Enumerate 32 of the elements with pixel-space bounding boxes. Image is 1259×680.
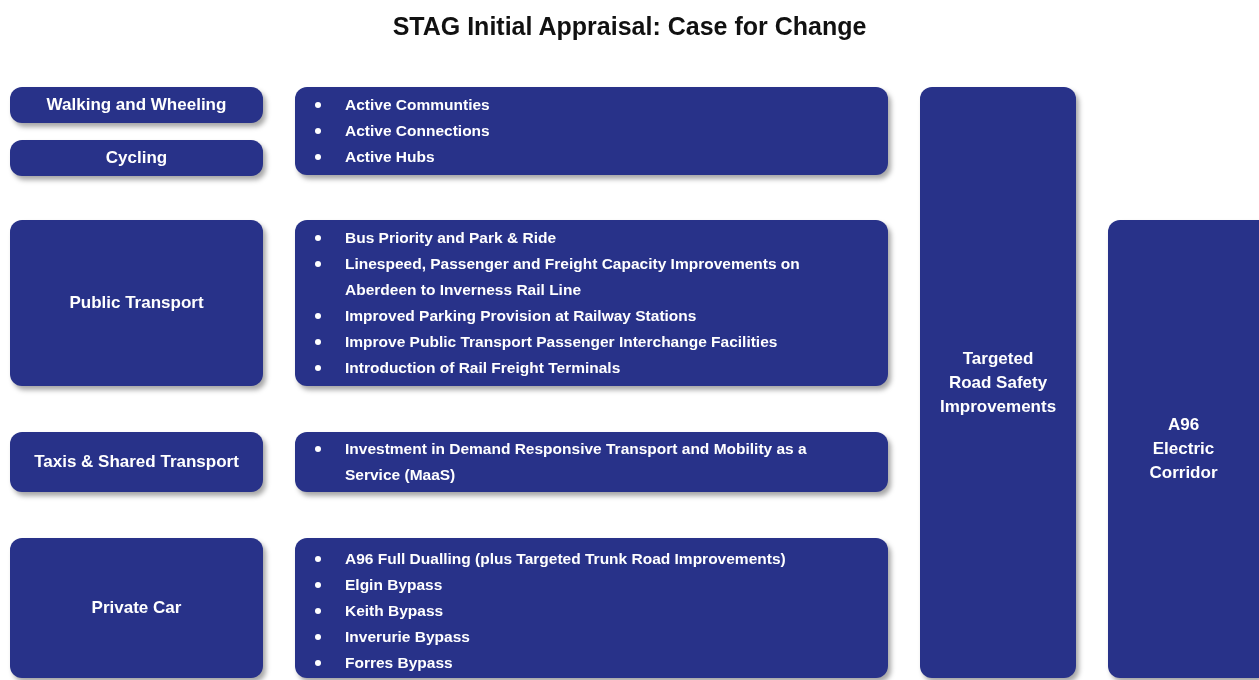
bullet-item: Introduction of Rail Freight Terminals — [295, 355, 888, 381]
bullet-item: Active Communties — [295, 92, 530, 118]
measures-panel — [295, 220, 888, 386]
category-label: Walking and Wheeling — [45, 94, 228, 116]
bullet-item: Active Connections — [295, 118, 530, 144]
category-label: Taxis & Shared Transport — [33, 451, 240, 473]
category-box — [10, 220, 263, 386]
bullet-item: Elgin Bypass — [295, 572, 826, 598]
category-box — [920, 87, 1076, 678]
bullet-item: Inverurie Bypass — [295, 624, 826, 650]
category-box — [1108, 220, 1259, 678]
bullet-item: Bus Priority and Park & Ride — [295, 225, 888, 251]
measures-panel — [295, 538, 888, 678]
bullet-item: Forres Bypass — [295, 650, 826, 676]
bullet-item: Active Hubs — [295, 144, 530, 170]
category-box — [10, 538, 263, 678]
bullet-item: Improved Parking Provision at Railway Stations — [295, 303, 888, 329]
measures-panel — [295, 87, 888, 175]
category-label: A96 Electric Corridor — [1148, 414, 1219, 484]
bullet-item: A96 Full Dualling (plus Targeted Trunk Road Improvements) — [295, 546, 826, 572]
category-label: Private Car — [90, 597, 183, 619]
bullet-item: Investment in Demand Responsive Transport and Mobility as a Service (MaaS) — [295, 436, 888, 488]
bullet-item: Linespeed, Passenger and Freight Capacity Improvements on Aberdeen to Inverness Rail Line — [295, 251, 888, 303]
category-label: Cycling — [104, 147, 169, 169]
bullet-item: Keith Bypass — [295, 598, 826, 624]
category-label: Public Transport — [68, 292, 205, 314]
diagram-title: STAG Initial Appraisal: Case for Change — [392, 12, 867, 41]
category-label: Targeted Road Safety Improvements — [938, 347, 1058, 418]
bullet-item: Improve Public Transport Passenger Interchange Facilities — [295, 329, 888, 355]
category-box — [10, 140, 263, 176]
category-box — [10, 87, 263, 123]
category-box — [10, 432, 263, 492]
